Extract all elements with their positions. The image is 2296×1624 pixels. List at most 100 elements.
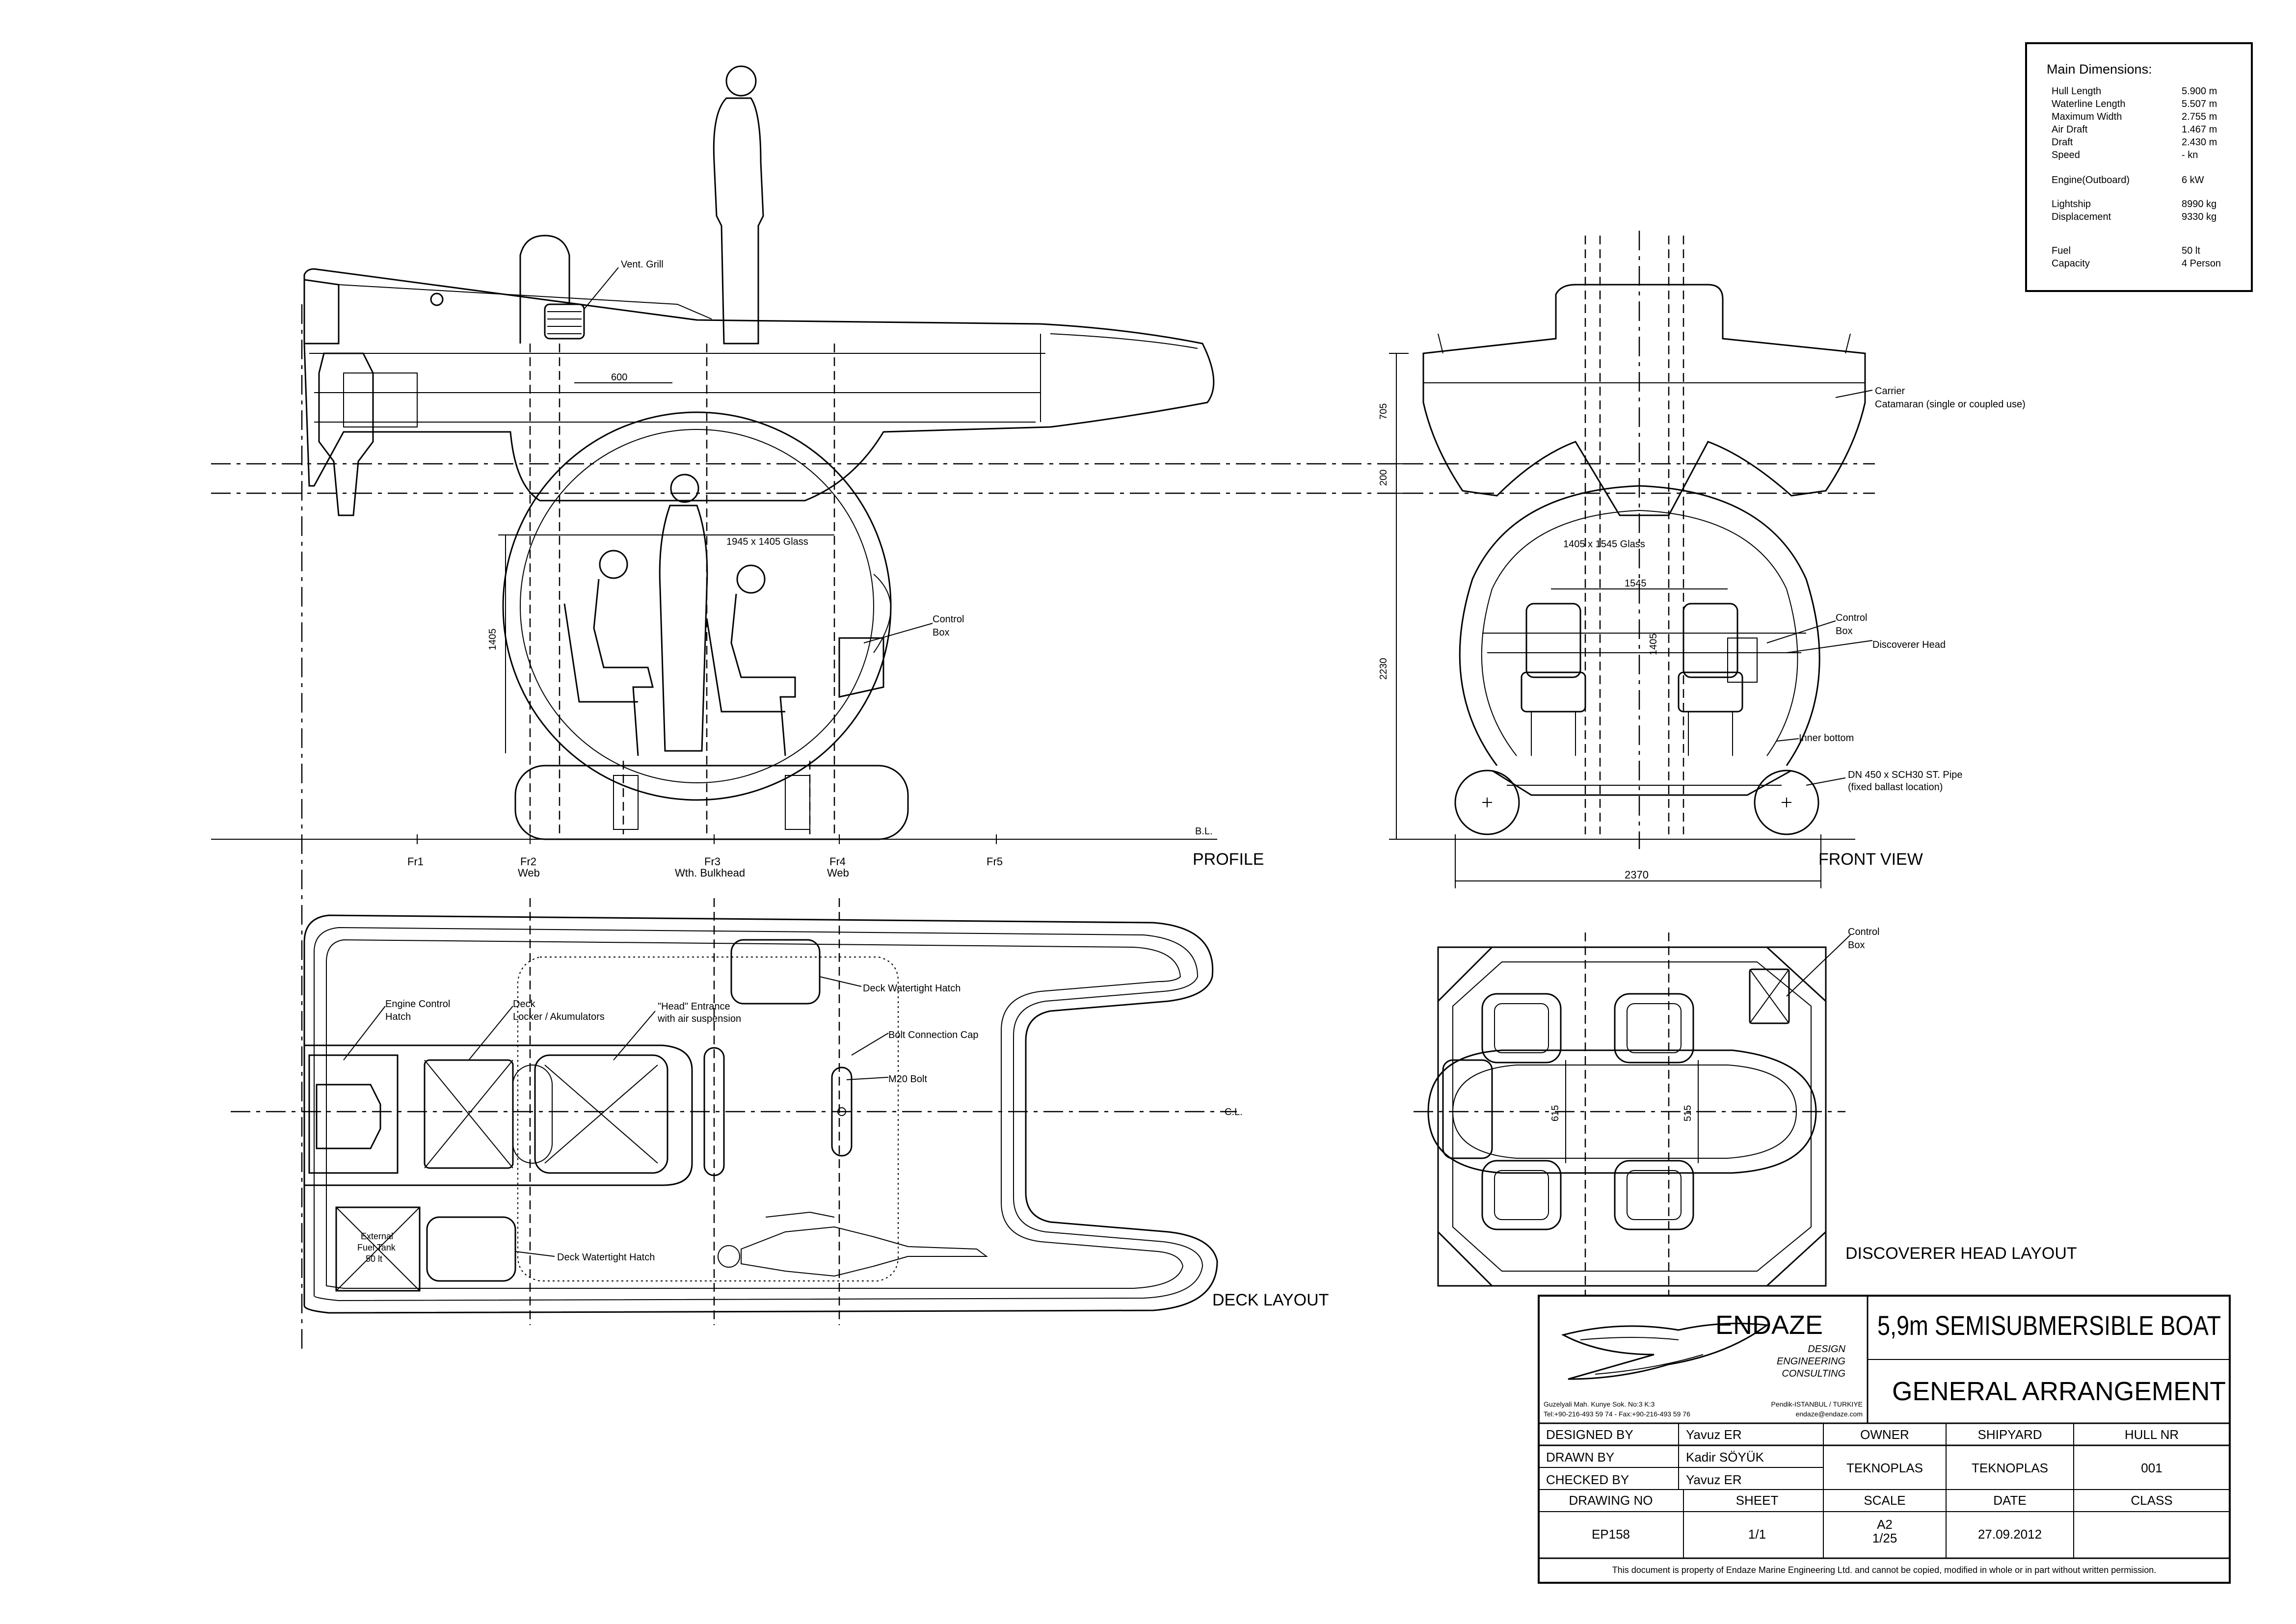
profile-hull [303,268,1215,502]
lying-person-icon [718,1211,988,1277]
company-name: ENDAZE [1715,1310,1823,1340]
company-address-1: Guzelyali Mah. Kunye Sok. No:3 K:3 [1544,1400,1655,1408]
company-tag-2: ENGINEERING [1777,1356,1845,1367]
label-head-entrance-2: with air suspension [657,1013,741,1024]
label-fr2: Fr2 [520,855,536,868]
label-deck-locker-2: Locker / Akumulators [513,1012,605,1022]
shipyard-label: SHIPYARD [1978,1427,2042,1442]
head-seat-bottom-right [1614,1160,1694,1230]
company-address-2: Tel:+90-216-493 59 74 - Fax:+90-216-493 … [1544,1410,1690,1418]
label-fuel-tank-1: External [361,1231,393,1241]
label-carrier-2: Catamaran (single or coupled use) [1875,399,2026,410]
profile-ballast-pipe [514,765,909,840]
label-fr4: Fr4 [829,855,846,868]
sheet-value: 1/1 [1748,1527,1766,1542]
label-dim-1405-front: 1405 [1648,634,1659,656]
label-fr5: Fr5 [987,855,1003,868]
deck-watertight-hatch-bottom [426,1216,516,1282]
deck-outline-outer [303,914,1218,1314]
dim-val-maximum-width: 2.755 m [2182,111,2217,122]
label-control-box-profile-1: Control [933,614,964,625]
checked-by-label: CHECKED BY [1546,1472,1629,1487]
dimensions-title: Main Dimensions: [2047,62,2152,77]
label-cl: C.L. [1225,1107,1243,1118]
label-carrier-1: Carrier [1875,386,1905,397]
drawing-no-value: EP158 [1592,1527,1630,1542]
company-address-3: Pendik-ISTANBUL / TURKIYE [1771,1400,1863,1408]
label-engine-control-2: Hatch [385,1012,411,1022]
dim-key-lightship: Lightship [2052,199,2091,210]
dim-val-capacity: 4 Person [2182,258,2221,269]
head-seat-top-left [1481,993,1562,1064]
label-fuel-tank-2: Fuel Tank [357,1243,396,1252]
label-inner-bottom: Inner bottom [1799,733,1854,744]
dim-key-displacement: Displacement [2052,212,2111,222]
deck-layout-view [231,898,1237,1325]
dim-key-draft: Draft [2052,137,2073,148]
drawn-by-label: DRAWN BY [1546,1450,1614,1464]
company-tag-1: DESIGN [1808,1344,1845,1355]
class-label: CLASS [2131,1493,2172,1508]
label-deck-hatch-top: Deck Watertight Hatch [863,983,961,994]
standing-person-icon [713,65,764,345]
scale-label: SCALE [1864,1493,1905,1508]
deck-watertight-hatch-top [730,939,821,1005]
label-dim-2230: 2230 [1378,658,1389,680]
outboard-engine [318,352,374,516]
owner-value: TEKNOPLAS [1846,1461,1923,1475]
label-fr3-sub: Wth. Bulkhead [675,867,745,879]
dim-val-engine: 6 kW [2182,175,2204,186]
label-discoverer-head: Discoverer Head [1872,639,1946,650]
label-pipe-2: (fixed ballast location) [1848,782,1943,793]
company-email: endaze@endaze.com [1796,1410,1863,1418]
label-dim-600: 600 [611,372,627,383]
label-control-box-head-1: Control [1848,927,1879,937]
drawing-title: 5,9m SEMISUBMERSIBLE BOAT [1877,1310,2221,1341]
dim-key-engine: Engine(Outboard) [2052,175,2130,186]
engine-control-hatch [308,1054,399,1174]
label-bolt-cap: Bolt Connection Cap [888,1030,978,1040]
endaze-logo-icon [1561,1323,1769,1380]
label-control-box-front-1: Control [1836,612,1867,623]
label-fr1: Fr1 [407,855,424,868]
dim-val-lightship: 8990 kg [2182,199,2216,210]
date-label: DATE [1993,1493,2026,1508]
head-entrance [534,1054,668,1174]
checked-by-value: Yavuz ER [1686,1472,1742,1487]
seated-person-1-icon [563,550,654,756]
shipyard-value: TEKNOPLAS [1972,1461,2048,1475]
label-fr4-sub: Web [827,867,849,879]
dim-key-air-draft: Air Draft [2052,124,2088,135]
label-m20-bolt: M20 Bolt [888,1074,927,1085]
view-title-profile: PROFILE [1193,850,1264,869]
label-control-box-head-2: Box [1848,940,1865,951]
front-view [1389,231,1875,888]
dim-val-air-draft: 1.467 m [2182,124,2217,135]
drawing-no-label: DRAWING NO [1569,1493,1653,1508]
main-dimensions-box: Main Dimensions: Hull Length 5.900 m Wat… [2025,42,2253,292]
hull-nr-value: 001 [2141,1461,2162,1475]
external-fuel-tank [335,1206,421,1292]
title-block: ENDAZE DESIGN ENGINEERING CONSULTING Guz… [1538,1295,2231,1584]
label-vent-grill: Vent. Grill [621,259,664,270]
profile-view [211,65,1404,1350]
copyright-notice: This document is property of Endaze Mari… [1612,1565,2157,1575]
label-dim-1405: 1405 [487,629,498,651]
dim-key-waterline-length: Waterline Length [2052,99,2125,109]
seated-person-2-icon [706,564,796,756]
label-deck-hatch-bottom: Deck Watertight Hatch [557,1252,655,1263]
dim-key-hull-length: Hull Length [2052,86,2101,97]
dim-val-displacement: 9330 kg [2182,212,2216,222]
dim-val-draft: 2.430 m [2182,137,2217,148]
dim-val-hull-length: 5.900 m [2182,86,2217,97]
vent-grill [544,303,585,340]
dim-val-fuel: 50 lt [2182,245,2200,256]
profile-console [303,279,340,345]
label-fuel-tank-3: 50 lt [366,1254,382,1264]
front-ballast-pipe-right [1754,770,1819,835]
view-title-front-view: FRONT VIEW [1818,850,1923,869]
front-carrier-hull [1422,284,1866,516]
owner-label: OWNER [1860,1427,1909,1442]
label-control-box-profile-2: Box [933,627,949,638]
